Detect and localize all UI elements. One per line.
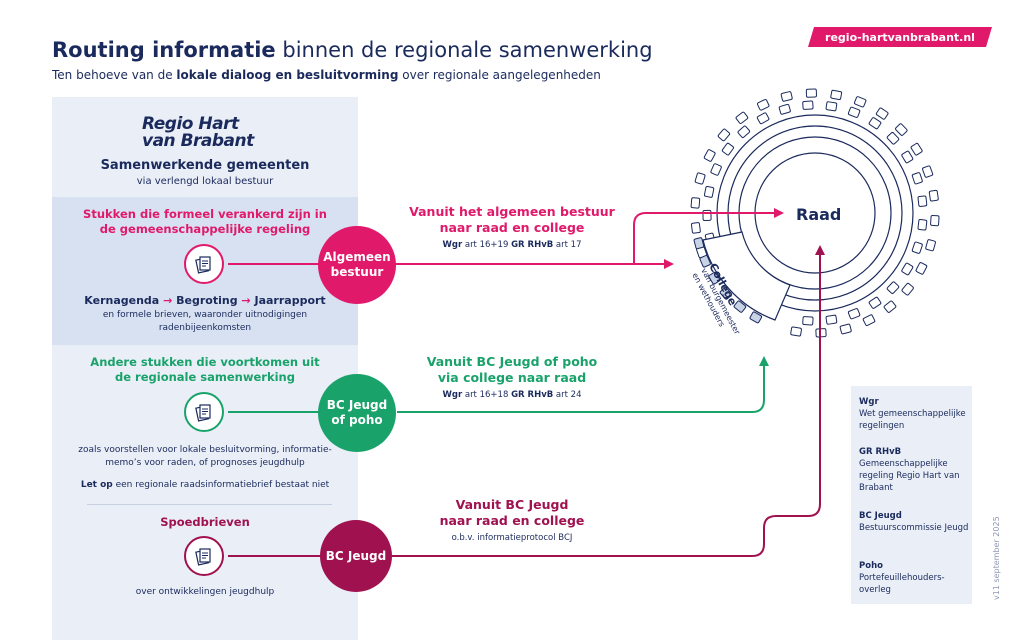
- panel-heading: Samenwerkende gemeenten: [100, 158, 310, 173]
- section1-title: Stukken die formeel verankerd zijn in de…: [83, 207, 327, 236]
- council-seat: [839, 323, 852, 335]
- council-seat: [802, 316, 814, 326]
- council-seat: [690, 197, 701, 209]
- document-icon: [184, 536, 224, 576]
- council-seat: [710, 163, 722, 176]
- council-seat: [802, 100, 814, 110]
- council-seat: [847, 308, 861, 320]
- arrow-to-raad: [815, 245, 825, 255]
- council-seat: [868, 117, 882, 130]
- council-seat: [910, 142, 923, 156]
- version-label: v11 september 2025: [992, 516, 1001, 600]
- council-seat: [847, 106, 861, 118]
- section2-warning: Let op een regionale raadsinformatiebrie…: [80, 480, 330, 490]
- council-seat: [717, 128, 731, 142]
- council-seat: [883, 300, 897, 313]
- node-bc-jeugd: BC Jeugd: [320, 520, 392, 592]
- section3-title: Spoedbrieven: [160, 515, 250, 529]
- document-icon: [184, 244, 224, 284]
- section2-title: Andere stukken die voortkomen uit de reg…: [90, 355, 320, 384]
- route-bc-jeugd: [228, 255, 821, 557]
- council-seat: [862, 314, 876, 327]
- council-seat: [911, 241, 923, 254]
- panel-subheading: via verlengd lokaal bestuur: [136, 176, 274, 187]
- page-title: Routing informatie binnen de regionale s…: [52, 38, 653, 62]
- council-seat: [825, 314, 838, 325]
- council-seat: [690, 222, 701, 234]
- website-link[interactable]: regio-hartvanbrabant.nl: [808, 27, 992, 47]
- council-seat: [875, 107, 889, 120]
- council-seat: [917, 219, 928, 231]
- council-seat: [694, 172, 706, 185]
- divider: [87, 504, 332, 505]
- arrow-to-raad: [774, 208, 784, 218]
- regio-logo: Regio Hart van Brabant: [142, 114, 254, 151]
- council-seat: [737, 125, 751, 138]
- council-seat: [708, 271, 721, 285]
- route-algemeen-bestuur: [228, 212, 774, 265]
- section2-note: zoals voorstellen voor lokale besluitvor…: [78, 445, 332, 468]
- arrow-to-college: [664, 259, 674, 269]
- council-seat: [703, 149, 716, 162]
- council-seat: [922, 165, 934, 178]
- council-seat: [925, 239, 936, 252]
- council-seat: [735, 111, 749, 124]
- document-chain: Kernagenda → Begroting → Jaarrapport: [84, 294, 326, 307]
- council-seats: [690, 88, 940, 338]
- council-seat: [830, 89, 843, 100]
- council-seat: [756, 99, 770, 111]
- council-seat: [886, 132, 900, 145]
- council-seat: [917, 195, 928, 207]
- council-seat: [693, 237, 705, 250]
- council-seat: [886, 281, 900, 294]
- council-seat: [699, 255, 711, 268]
- council-seat: [825, 101, 838, 112]
- council-seat: [901, 262, 914, 276]
- council-seat: [915, 262, 928, 275]
- council-seat: [911, 172, 923, 185]
- council-seat: [928, 189, 939, 202]
- council-seat: [901, 150, 914, 164]
- council-seat: [778, 103, 791, 115]
- college-sector: [702, 231, 791, 321]
- council-seat: [868, 296, 882, 309]
- council-seat: [854, 96, 867, 108]
- council-seat: [733, 300, 747, 313]
- page-subtitle: Ten behoeve van de lokale dialoog en bes…: [52, 68, 601, 82]
- council-seat: [719, 287, 733, 300]
- council-seat: [901, 282, 914, 296]
- council-seat: [703, 185, 715, 198]
- council-seat: [756, 112, 770, 125]
- document-icon: [184, 392, 224, 432]
- route-bc-jeugd-poho: [228, 366, 765, 413]
- route3-label: Vanuit BC Jeugd naar raad en college o.b…: [439, 497, 585, 543]
- council-seat: [805, 88, 817, 98]
- legend-panel: [851, 386, 972, 604]
- route1-label: Vanuit het algemeen bestuur naar raad en…: [409, 204, 615, 250]
- council-seat: [721, 142, 734, 156]
- council-seat: [702, 209, 712, 221]
- raad-label: Raad: [796, 205, 842, 224]
- council-seat: [749, 311, 763, 324]
- council-seat: [780, 91, 793, 102]
- route2-label: Vanuit BC Jeugd of poho via college naar…: [426, 354, 598, 400]
- council-seat: [790, 326, 802, 337]
- council-seat: [895, 123, 908, 136]
- council-seat: [930, 214, 940, 227]
- section1-note: en formele brieven, waaronder uitnodigin…: [102, 310, 308, 333]
- section3-note: over ontwikkelingen jeugdhulp: [135, 587, 275, 597]
- arrow-to-college: [759, 356, 769, 366]
